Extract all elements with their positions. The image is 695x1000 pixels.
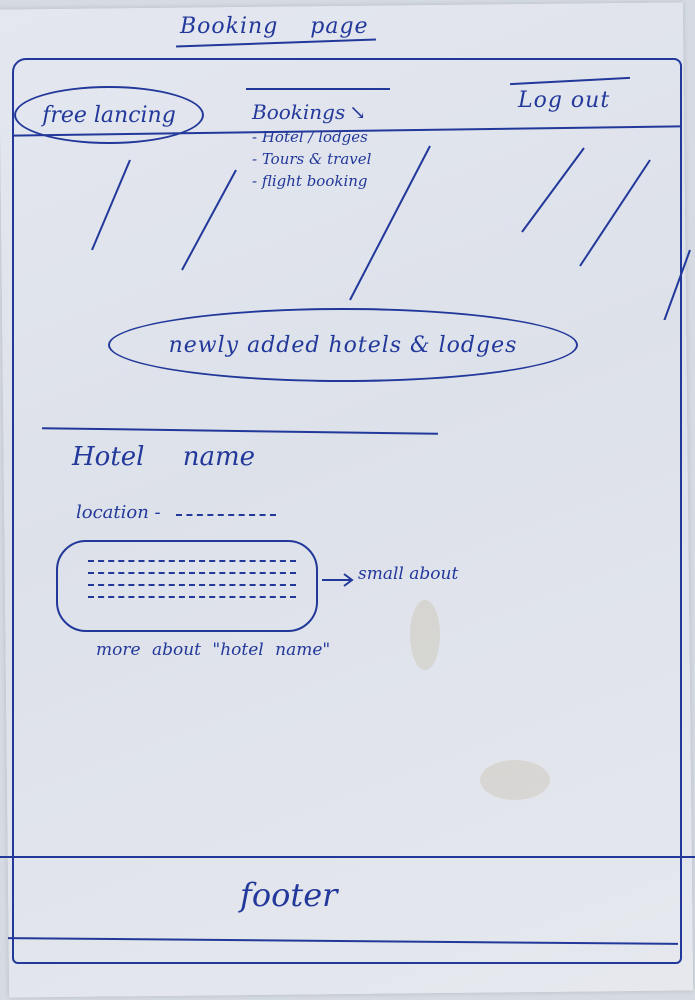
- logout-button[interactable]: Log out: [518, 88, 611, 113]
- small-about-annotation: small about: [358, 564, 459, 584]
- hero-hatching: [91, 145, 691, 377]
- footer-divider: [0, 856, 695, 858]
- menu-item-hotel-lodges[interactable]: - Hotel / lodges: [252, 128, 368, 146]
- page-title: Booking page: [180, 14, 369, 39]
- menu-item-tours-travel[interactable]: - Tours & travel: [252, 150, 372, 168]
- page-frame: [12, 58, 682, 964]
- hotel-location: location -: [76, 502, 161, 523]
- arrow-down-icon: ↘: [349, 100, 367, 124]
- paper-stain: [480, 760, 550, 800]
- location-placeholder: [176, 514, 276, 516]
- bookings-menu[interactable]: Bookings ↘ - Hotel / lodges - Tours & tr…: [252, 100, 371, 190]
- menu-item-flight-booking[interactable]: - flight booking: [252, 172, 368, 190]
- bookings-overline: [246, 88, 390, 90]
- hero-image-placeholder: [0, 140, 695, 377]
- hotel-name: Hotel name: [72, 442, 256, 472]
- text-placeholder-line: [88, 596, 296, 598]
- more-about-link[interactable]: more about "hotel name": [96, 640, 331, 660]
- small-about-box: [56, 540, 318, 632]
- bookings-label: Bookings: [252, 100, 346, 124]
- arrow-right-icon: [322, 573, 354, 587]
- footer: footer: [240, 876, 338, 914]
- text-placeholder-line: [88, 584, 296, 586]
- paper-stain: [410, 600, 440, 670]
- text-placeholder-line: [88, 572, 296, 574]
- brand-logo[interactable]: free lancing: [14, 86, 204, 144]
- bookings-dropdown[interactable]: Bookings ↘: [252, 100, 371, 124]
- newly-added-button[interactable]: newly added hotels & lodges: [108, 308, 578, 382]
- text-placeholder-line: [88, 560, 296, 562]
